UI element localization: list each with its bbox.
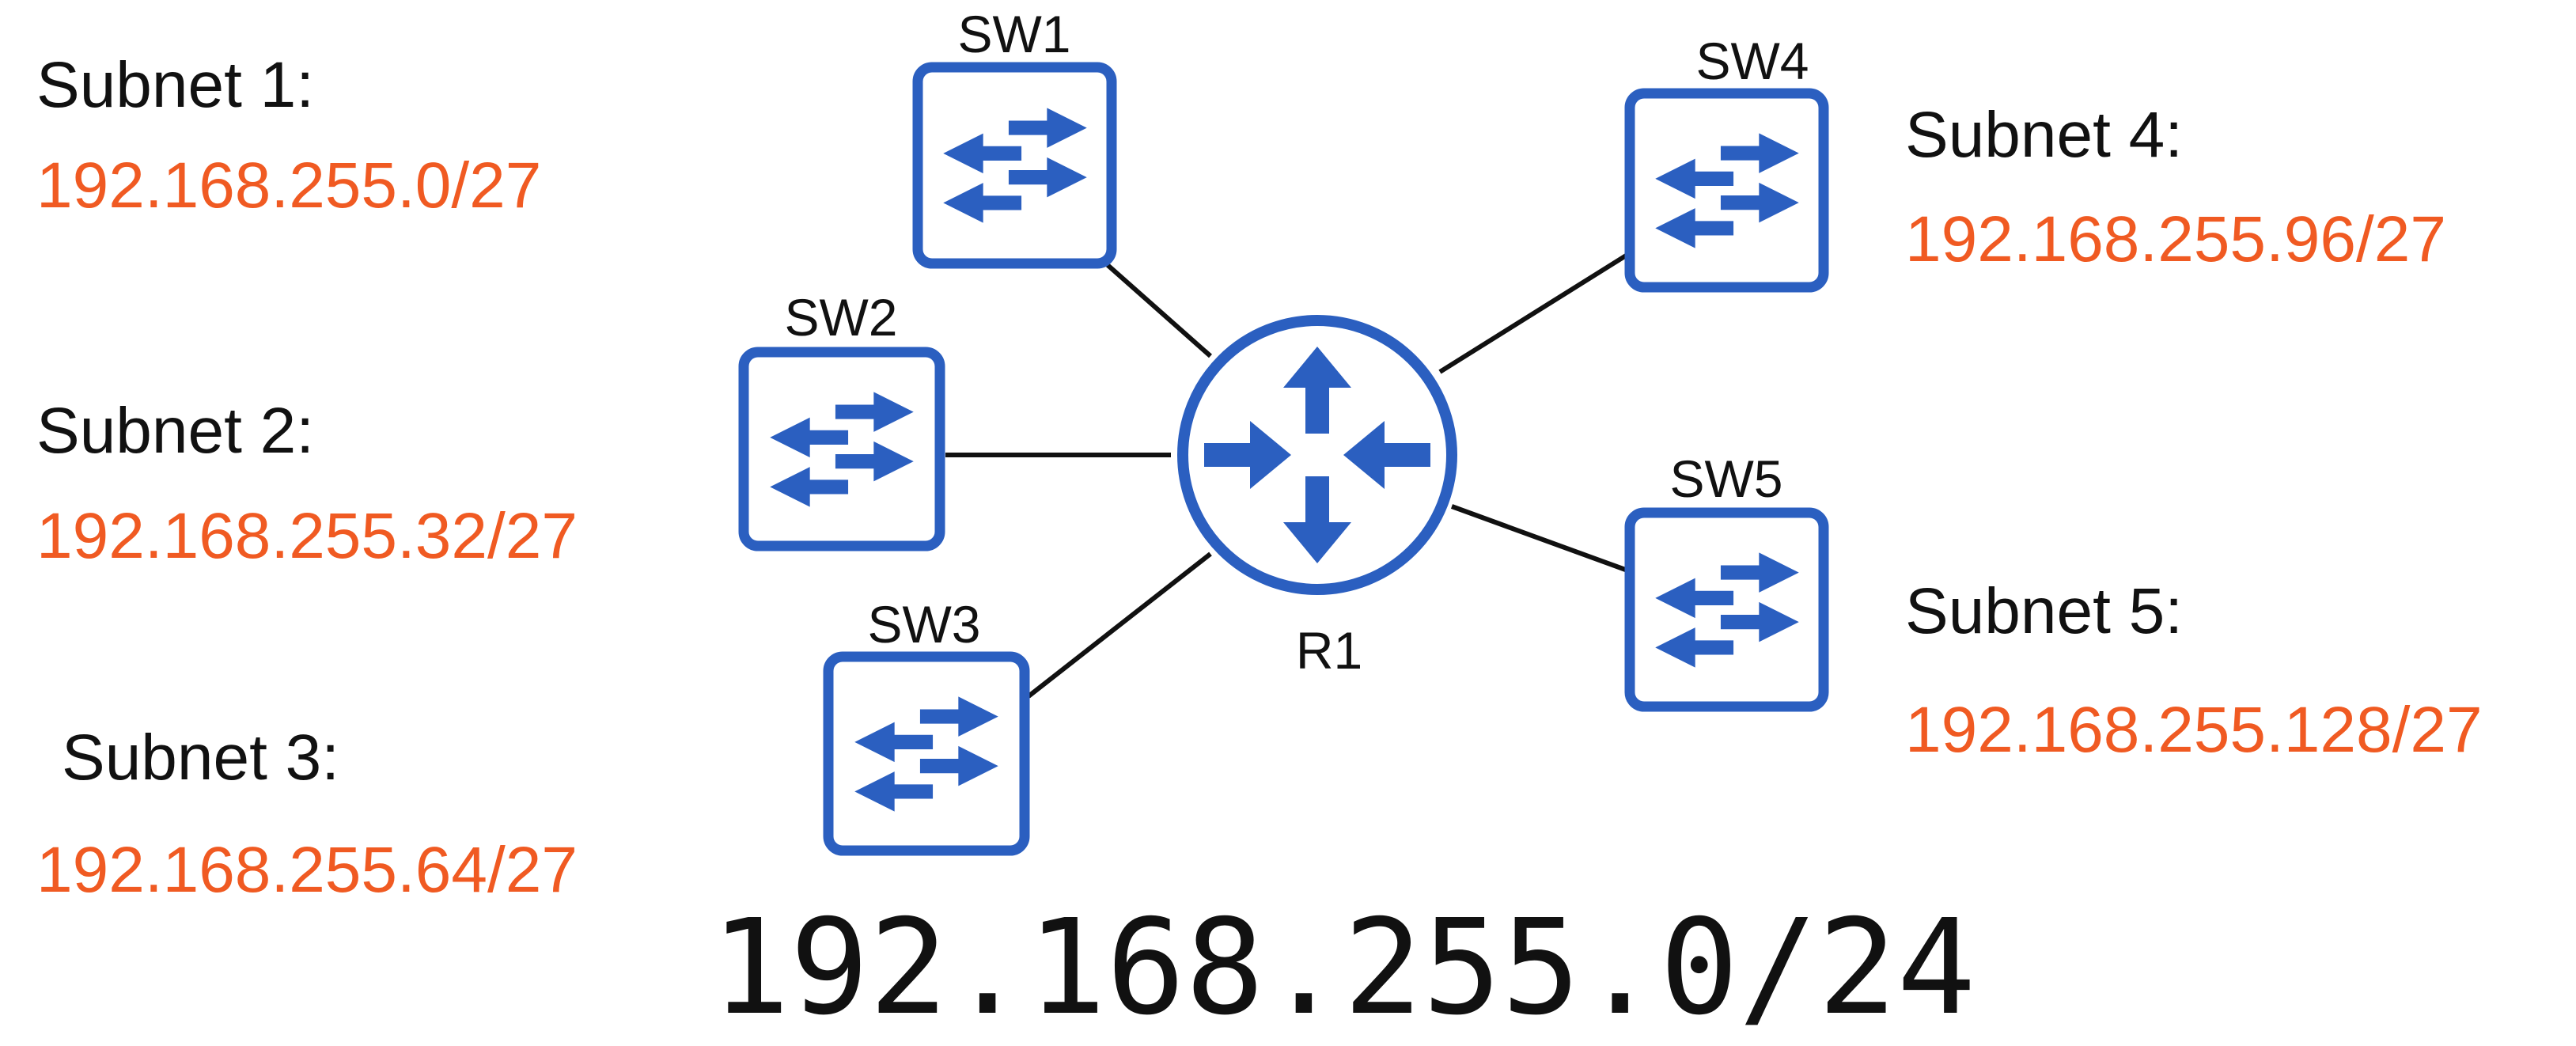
switch-icon	[1624, 507, 1829, 712]
link-r1-sw4	[1438, 251, 1631, 374]
switch-icon	[738, 347, 945, 551]
subnet-cidr: 192.168.255.96/27	[1905, 203, 2446, 275]
link-r1-sw3	[1027, 551, 1212, 699]
subnet-title: Subnet 1:	[36, 49, 314, 121]
subnet-title: Subnet 5:	[1905, 575, 2183, 647]
switch-sw2: SW2	[738, 288, 945, 551]
subnet-title: Subnet 3:	[62, 722, 339, 794]
subnet-cidr: 192.168.255.128/27	[1905, 694, 2483, 766]
switch-sw3: SW3	[823, 595, 1030, 856]
switch-label: SW3	[867, 595, 980, 654]
subnet-4: Subnet 4: 192.168.255.96/27	[1905, 99, 2446, 275]
link-r1-sw1	[1106, 263, 1212, 358]
switch-icon	[1624, 88, 1829, 293]
subnet-1: Subnet 1: 192.168.255.0/27	[36, 49, 541, 222]
router-arrows	[1204, 347, 1430, 563]
subnet-title: Subnet 4:	[1905, 99, 2183, 171]
switch-sw5: SW5	[1624, 449, 1829, 712]
switch-icon	[912, 62, 1117, 269]
router-r1: R1	[1177, 315, 1457, 680]
switch-label: SW4	[1695, 32, 1809, 90]
switch-icon	[823, 651, 1030, 856]
switch-label: SW2	[784, 288, 897, 347]
switch-label: SW5	[1669, 449, 1782, 508]
link-r1-sw5	[1450, 504, 1631, 574]
subnet-cidr: 192.168.255.0/27	[36, 150, 541, 222]
switch-label: SW1	[957, 5, 1070, 63]
subnet-cidr: 192.168.255.64/27	[36, 834, 578, 906]
router-icon	[1177, 315, 1457, 595]
subnet-3: Subnet 3: 192.168.255.64/27	[36, 722, 578, 906]
subnet-5: Subnet 5: 192.168.255.128/27	[1905, 575, 2483, 766]
switch-sw1: SW1	[912, 5, 1117, 269]
subnet-cidr: 192.168.255.32/27	[36, 500, 578, 572]
subnet-title: Subnet 2:	[36, 395, 314, 467]
switch-sw4: SW4	[1624, 32, 1829, 293]
links	[945, 251, 1631, 699]
network-address: 192.168.255.0/24	[710, 892, 1976, 1044]
subnet-2: Subnet 2: 192.168.255.32/27	[36, 395, 578, 572]
router-label: R1	[1296, 621, 1362, 680]
